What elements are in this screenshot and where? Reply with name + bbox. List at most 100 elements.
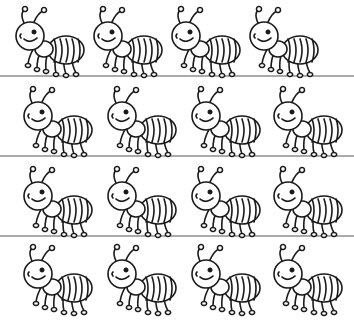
ant-head (107, 259, 137, 289)
ant-foot (150, 71, 158, 78)
ant-eye (39, 267, 45, 273)
ant-stripe (229, 198, 233, 223)
ant-stripe (163, 276, 167, 301)
ant-foot (228, 151, 236, 158)
ant-foot (282, 142, 290, 149)
ant-stripe (85, 198, 89, 223)
ant-stripe (241, 198, 245, 223)
ant-foot (32, 300, 40, 307)
ant-foot (291, 226, 299, 233)
ant-stripe (73, 198, 77, 223)
ant-antenna-tip (48, 166, 56, 174)
ant-cheek (253, 33, 256, 39)
ant-stripe (311, 118, 315, 143)
ant-eye (289, 109, 295, 115)
ant-cheek (111, 193, 114, 199)
ant-head (93, 21, 123, 51)
ant-stripe (145, 276, 149, 301)
ant-stripe (151, 198, 155, 223)
ant (273, 243, 343, 317)
ant-foot (286, 71, 294, 78)
ant-antenna-tip (216, 244, 224, 252)
ant-antenna-tip (279, 243, 287, 251)
ant-stripe (59, 38, 63, 63)
ant-foot (154, 232, 162, 239)
ant-antenna (33, 10, 44, 23)
ant-cheek (27, 271, 30, 277)
ant-stripe (235, 276, 239, 301)
ant-foot (238, 232, 246, 239)
ant (93, 5, 163, 79)
ant (15, 5, 85, 79)
ant-antenna-tip (216, 166, 224, 174)
ant (23, 85, 93, 159)
ant-stripe (143, 38, 147, 63)
ant-smile (23, 37, 38, 43)
ant-head (191, 181, 221, 211)
ant-stripe (85, 118, 89, 143)
ant-foot (218, 148, 226, 155)
ant-foot (70, 310, 78, 317)
ant-antenna-tip (216, 86, 224, 94)
ant-foot (120, 68, 128, 75)
ant-stripe (311, 276, 315, 301)
ant-stripe (151, 276, 155, 301)
ant-stripe (323, 276, 327, 301)
ant-foot (130, 71, 138, 78)
ant-antenna-tip (197, 165, 205, 173)
ant-stripe (209, 38, 213, 63)
ant-cheek (277, 113, 280, 119)
ant-foot (189, 66, 197, 73)
ant-stripe (317, 198, 321, 223)
ant-stripe (67, 118, 71, 143)
ant-foot (267, 66, 275, 73)
ant-stripe (67, 198, 71, 223)
ant-cheek (27, 113, 30, 119)
ant-foot (306, 71, 314, 78)
ant-foot (125, 304, 133, 311)
ant-stripe (241, 276, 245, 301)
ant-antenna-tip (118, 6, 126, 14)
ant-antenna-tip (29, 243, 37, 251)
ant-stripe (157, 118, 161, 143)
ant-antenna-tip (197, 243, 205, 251)
ant-eye (123, 189, 129, 195)
ant-smile (31, 117, 46, 123)
ant-stripe (335, 198, 339, 223)
ant-head (23, 101, 53, 131)
ant-smile (31, 275, 46, 281)
ant-foot (330, 151, 338, 158)
ant-antenna-tip (197, 85, 205, 93)
ant-cheek (195, 113, 198, 119)
ant-cheek (277, 271, 280, 277)
ant-eye (31, 29, 37, 35)
ant-foot (248, 231, 256, 238)
ant-stripe (229, 276, 233, 301)
ant-smile (31, 197, 46, 203)
ant-head (15, 21, 45, 51)
ant-eye (123, 267, 129, 273)
ant-foot (50, 306, 58, 313)
ant-antenna-tip (29, 165, 37, 173)
ant-foot (70, 152, 78, 159)
ant (249, 5, 319, 79)
ant-stripe (329, 118, 333, 143)
ant-head (249, 21, 279, 51)
ant-stripe (73, 276, 77, 301)
ant-head (191, 259, 221, 289)
ant-foot (228, 71, 236, 78)
ant-foot (330, 231, 338, 238)
ant-foot (200, 222, 208, 229)
ant-stripe (157, 198, 161, 223)
ant-antenna-tip (255, 5, 263, 13)
ant-cheek (195, 271, 198, 277)
ant-foot (296, 72, 304, 79)
ant-foot (310, 151, 318, 158)
ant-antenna-tip (279, 85, 287, 93)
ant-antenna-tip (40, 6, 48, 14)
ant-foot (154, 310, 162, 317)
ant-stripe (335, 118, 339, 143)
ant-stripe (227, 38, 231, 63)
ant-head (107, 181, 137, 211)
ant-stripe (323, 198, 327, 223)
